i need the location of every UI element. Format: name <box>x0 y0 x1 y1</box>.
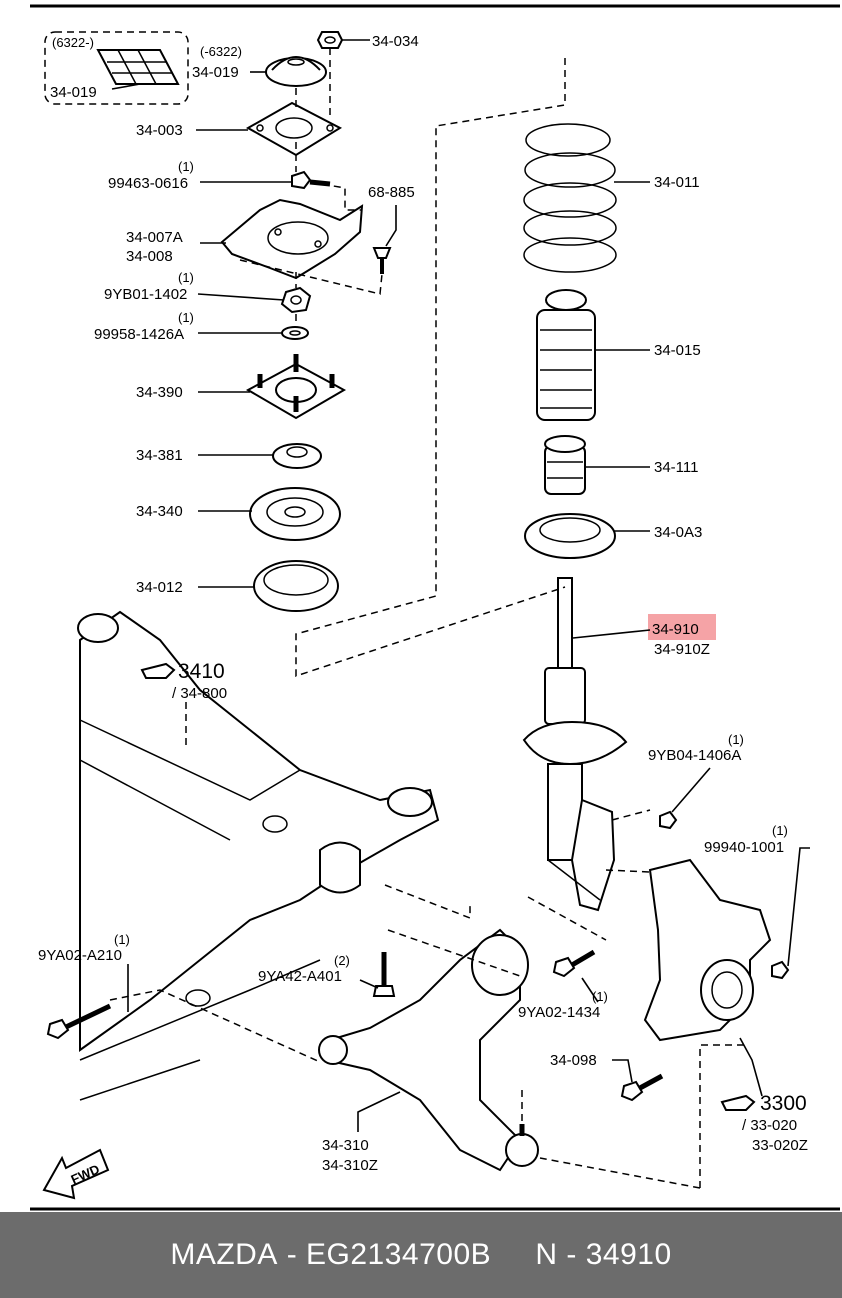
assembly-guide-lines <box>109 48 745 1189</box>
seat-34-0a3 <box>524 513 616 559</box>
label-34-008: 34-008 <box>126 248 173 265</box>
bearing-34-381 <box>272 443 322 469</box>
label-9ya42: 9YA42-A401 <box>258 968 342 985</box>
fwd-arrow-icon: FWD <box>42 1148 110 1200</box>
caption-part-number: EG2134700B <box>306 1238 492 1271</box>
label-34-340: 34-340 <box>136 503 183 520</box>
part-caption-bar: MAZDA - EG2134700B N - 34910 <box>0 1212 842 1298</box>
label-34-0a3: 34-0A3 <box>654 524 702 541</box>
ref-3410: 3410 <box>178 660 225 683</box>
label-34-011: 34-011 <box>654 174 700 191</box>
label-34-390: 34-390 <box>136 384 183 401</box>
selected-part-highlight <box>648 614 716 640</box>
nut-9yb04 <box>659 810 678 830</box>
bump-cap-34-019 <box>265 56 327 87</box>
ref-33-020z: 33-020Z <box>752 1137 808 1154</box>
knuckle-3300 <box>643 858 772 1042</box>
label-34-015: 34-015 <box>654 342 701 359</box>
mount-34-390 <box>245 354 347 420</box>
subframe-3410 <box>77 610 440 1101</box>
label-9ya02-a210: 9YA02-A210 <box>38 947 122 964</box>
inset-34-019 <box>44 31 189 105</box>
label-34-310z: 34-310Z <box>322 1157 378 1174</box>
bolt-9ya02-a210 <box>46 1003 112 1040</box>
seat-34-340 <box>249 487 341 541</box>
caption-brand: MAZDA <box>170 1238 278 1271</box>
nut-99940 <box>771 960 790 980</box>
bolt-9ya42 <box>372 952 396 997</box>
label-34-111: 34-111 <box>654 459 698 476</box>
strut-34-910 <box>522 577 628 912</box>
clip-68-885 <box>372 247 392 274</box>
label-99940-qty: (1) <box>772 823 788 838</box>
label-68-885: 68-885 <box>368 184 415 201</box>
label-34-003: 34-003 <box>136 122 183 139</box>
ref-3300: 3300 <box>760 1092 807 1115</box>
label-34-098: 34-098 <box>550 1052 597 1069</box>
label-34-310: 34-310 <box>322 1137 369 1154</box>
label-34-012: 34-012 <box>136 579 183 596</box>
label-34-910: 34-910 <box>652 621 699 638</box>
washer-99958 <box>281 326 309 340</box>
label-9yb01-qty: (1) <box>178 270 194 285</box>
bumper-34-111 <box>544 435 586 495</box>
label-99463: 99463-0616 <box>108 175 188 192</box>
label-9ya42-qty: (2) <box>334 953 350 968</box>
nut-34-034 <box>316 31 344 49</box>
label-99463-qty: (1) <box>178 159 194 174</box>
leader-lines <box>127 39 810 1132</box>
label-34-019: 34-019 <box>192 64 239 81</box>
ref-33-020: / 33-020 <box>742 1117 797 1134</box>
caption-separator: - <box>277 1238 307 1271</box>
label-9ya02-1434: 9YA02-1434 <box>518 1004 600 1021</box>
hand-pointer-icon <box>720 1094 756 1111</box>
label-inset-qty: (6322-) <box>52 35 94 50</box>
bolt-34-098 <box>620 1073 664 1102</box>
label-9ya02-1434-qty: (1) <box>592 989 608 1004</box>
label-99940: 99940-1001 <box>704 839 784 856</box>
lower-arm-34-310 <box>318 928 539 1172</box>
caption-gap <box>491 1238 535 1272</box>
label-34-034: 34-034 <box>372 33 419 50</box>
bolt-9ya02-1434 <box>552 949 596 978</box>
ref-34-800: / 34-800 <box>172 685 227 702</box>
label-34-007a: 34-007A <box>126 229 183 246</box>
boot-34-015 <box>536 289 596 421</box>
label-34-019-qty: (-6322) <box>200 44 242 59</box>
label-9yb04: 9YB04-1406A <box>648 747 741 764</box>
bracket-34-007a <box>220 198 364 280</box>
labels: (6322-) 34-019 (-6322) 34-019 34-034 34-… <box>38 33 808 1174</box>
label-34-910z: 34-910Z <box>654 641 710 658</box>
label-9ya02-a210-qty: (1) <box>114 932 130 947</box>
caption-reference: N - 34910 <box>535 1238 672 1271</box>
label-34-381: 34-381 <box>136 447 183 464</box>
nut-9yb01 <box>280 286 312 314</box>
label-99958-qty: (1) <box>178 310 194 325</box>
insulator-34-012 <box>253 560 339 612</box>
label-9yb01: 9YB01-1402 <box>104 286 187 303</box>
bolt-99463 <box>291 170 331 190</box>
hand-pointer-icon <box>140 662 176 679</box>
gasket-34-003 <box>245 101 343 157</box>
label-9yb04-qty: (1) <box>728 732 744 747</box>
label-99958: 99958-1426A <box>94 326 184 343</box>
coil-spring-34-011 <box>523 123 617 273</box>
label-inset-part: 34-019 <box>50 84 97 101</box>
